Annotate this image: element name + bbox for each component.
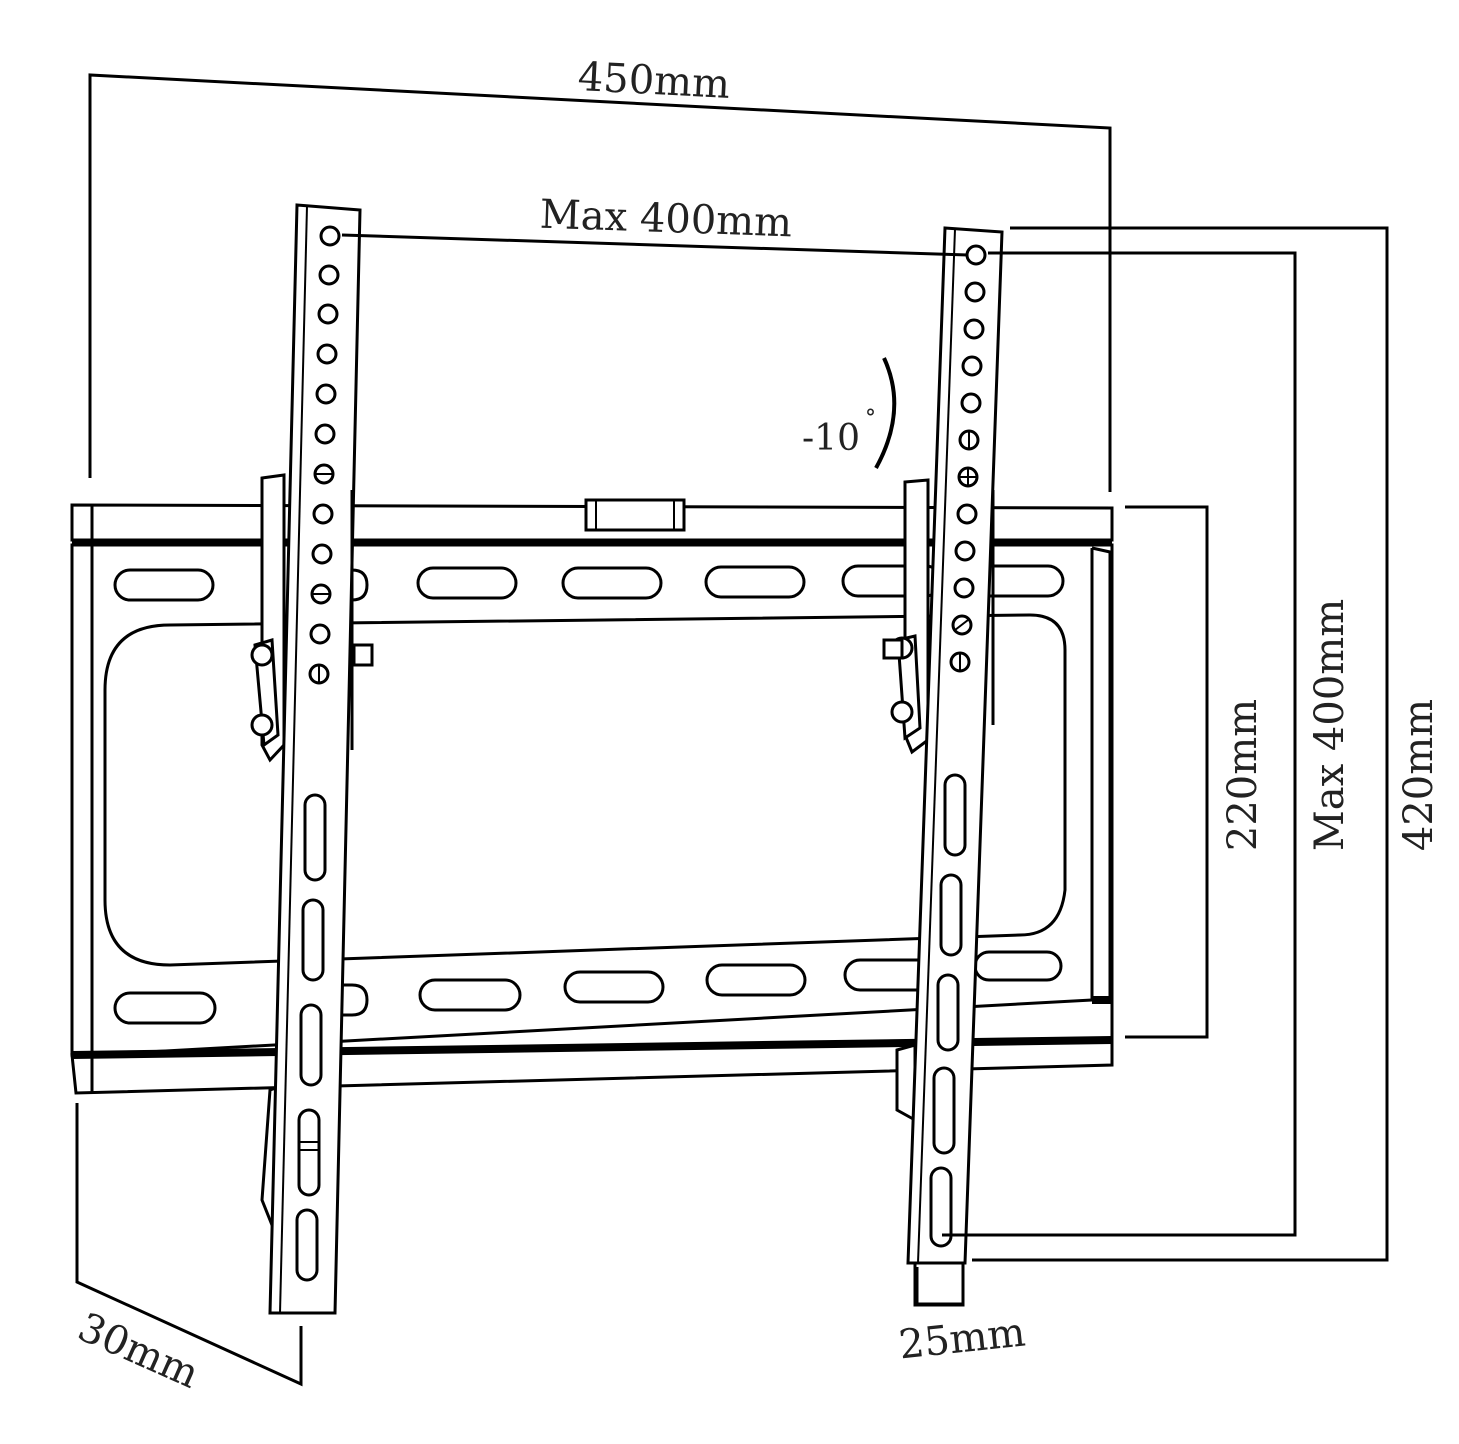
right-arm-slots [929, 773, 967, 1248]
tilt-degree-symbol: ° [865, 406, 876, 431]
overall-height-label: 420mm [1396, 699, 1442, 851]
left-tilt-bracket [250, 203, 374, 1315]
dimension-lines [75, 73, 1389, 1387]
tilt-arc-indicator [874, 357, 897, 469]
right-arm-holes [949, 244, 987, 673]
tilt-angle-label: -10 [802, 418, 860, 459]
wall-plate-height-label: 220mm [1220, 699, 1266, 851]
left-arm-holes [308, 225, 341, 685]
right-tilt-bracket [882, 226, 1004, 1307]
left-arm-slots [295, 793, 327, 1282]
arm-width-label: 25mm [897, 1309, 1028, 1368]
wall-depth-label: 30mm [71, 1304, 206, 1398]
max-horizontal-spacing-label: Max 400mm [539, 192, 793, 247]
overall-width-label: 450mm [577, 54, 731, 108]
max-vertical-spacing-label: Max 400mm [1307, 599, 1353, 851]
